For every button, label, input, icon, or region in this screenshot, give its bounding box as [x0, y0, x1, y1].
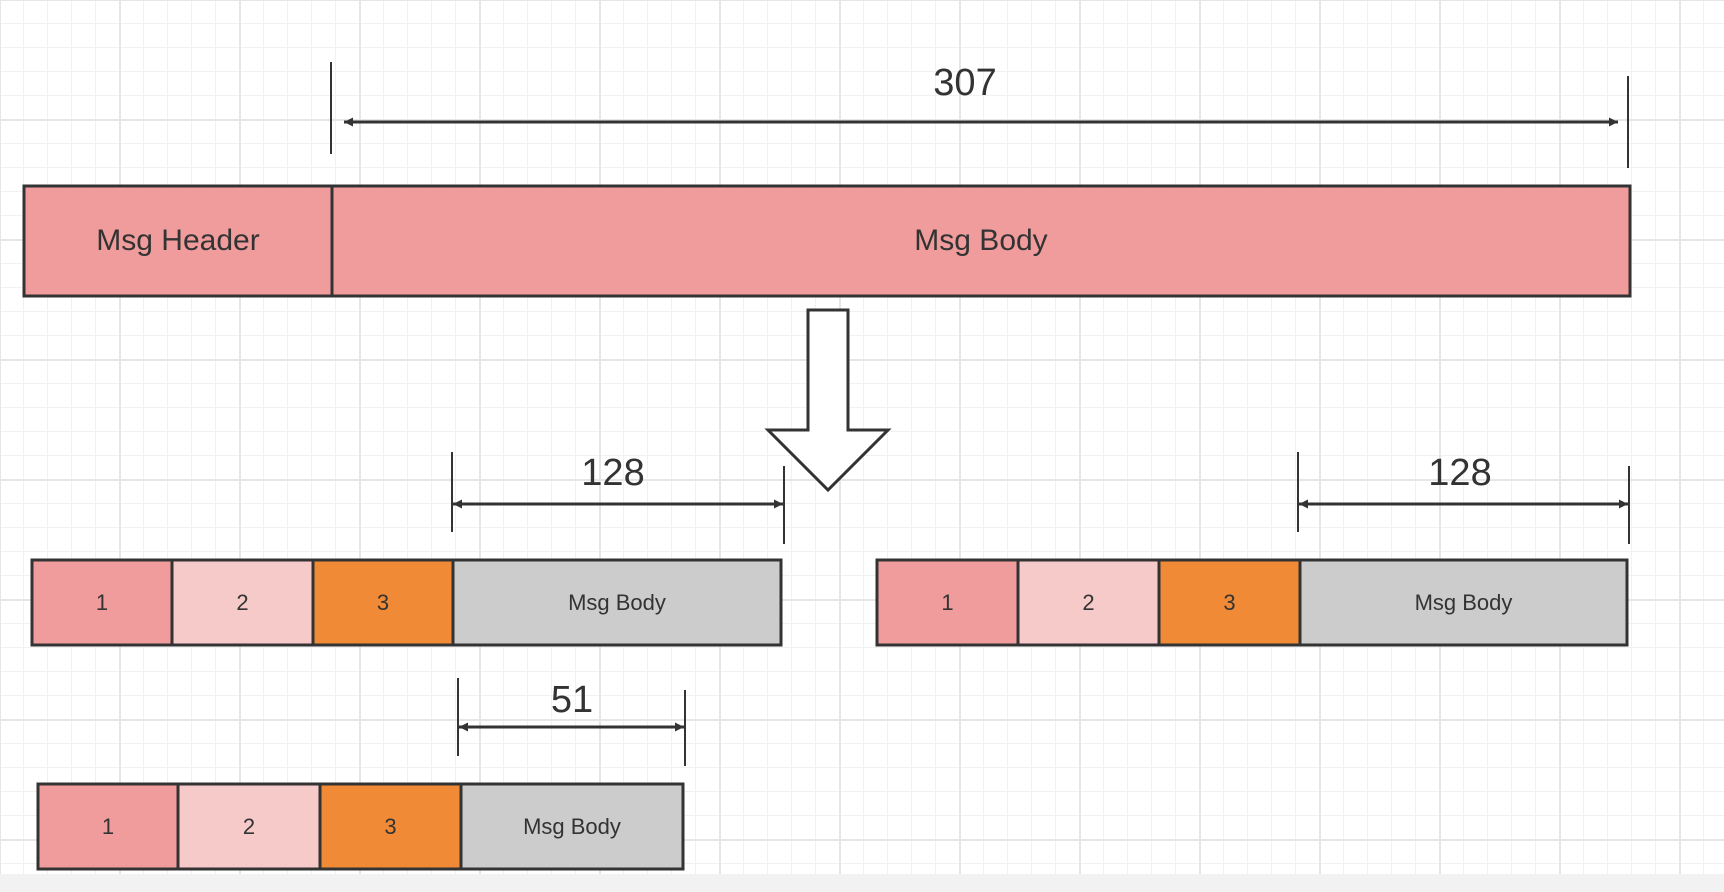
packet-c-field-2 — [176, 782, 322, 871]
packet-a-field-3 — [311, 558, 455, 647]
packet-c-field-1 — [36, 782, 180, 871]
top-body-block — [330, 184, 1632, 298]
packet-b-field-1 — [875, 558, 1020, 647]
packet-c-body — [459, 782, 685, 871]
down-arrow-icon — [764, 308, 892, 493]
packet-b-field-2 — [1016, 558, 1161, 647]
packet-a-body — [451, 558, 783, 647]
packet-b-body — [1298, 558, 1629, 647]
packet-b-field-3 — [1157, 558, 1302, 647]
packet-a-field-2 — [170, 558, 315, 647]
packet-a-field-1 — [30, 558, 174, 647]
top-header-block — [22, 184, 334, 298]
packet-c-field-3 — [318, 782, 463, 871]
bottom-strip — [0, 874, 1724, 892]
